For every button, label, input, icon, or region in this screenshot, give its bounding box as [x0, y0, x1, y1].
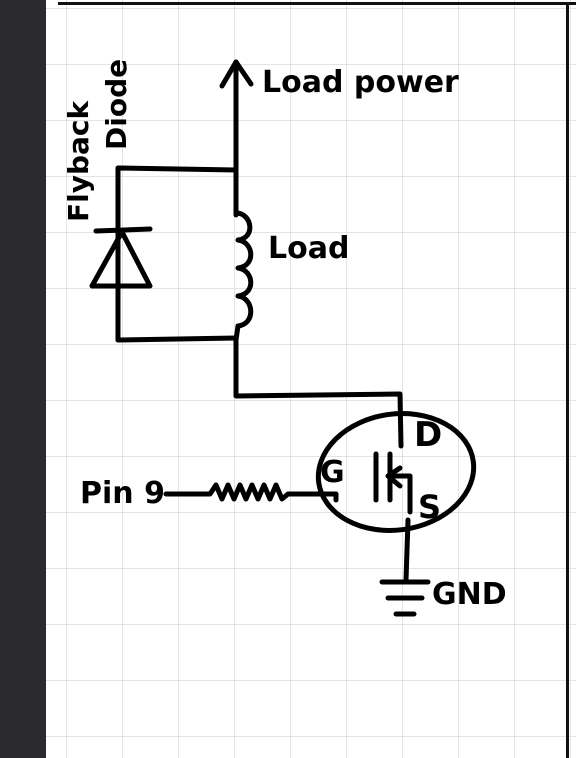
page-top-border: [58, 2, 576, 5]
load-label: Load: [268, 231, 349, 266]
drain-wire: [233, 335, 404, 449]
grid-paper: [46, 0, 576, 758]
mosfet-body: [315, 411, 477, 533]
flyback-diode-symbol: [89, 226, 153, 303]
diode-return-wire: [115, 297, 239, 343]
mosfet-symbol: [315, 411, 477, 533]
mosfet-arrow: [385, 465, 403, 489]
source-label: S: [418, 488, 441, 526]
ground-wire: [403, 517, 411, 583]
flyback-label-line2: Diode: [100, 59, 133, 150]
flyback-label-line1: Flyback: [62, 99, 95, 222]
gate-label: G: [320, 455, 345, 490]
top-wire: [115, 165, 239, 343]
gate-resistor: [163, 482, 339, 503]
ground-icon: [379, 579, 431, 617]
dark-sidebar: [0, 0, 46, 758]
drain-label: D: [414, 415, 442, 455]
ground-label: GND: [432, 577, 507, 612]
load-coil: [233, 210, 254, 343]
load-power-arrow: [219, 59, 254, 173]
mosfet-source-line: [387, 473, 413, 515]
load-power-label: Load power: [262, 65, 459, 100]
pin-label: Pin 9: [80, 476, 165, 511]
page-right-border: [566, 2, 569, 758]
